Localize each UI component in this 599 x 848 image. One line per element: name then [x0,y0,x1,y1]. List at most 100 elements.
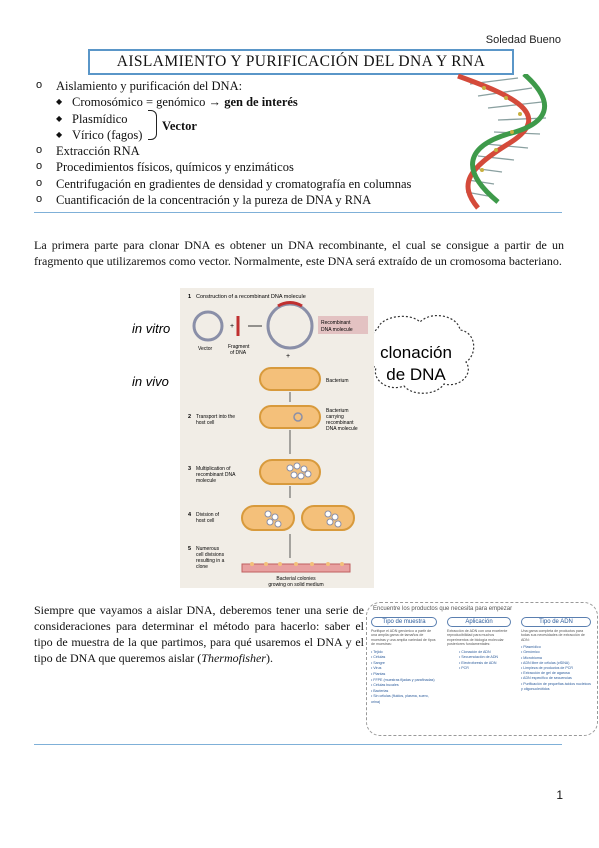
dna-type-desc: Una gama completa de productos para toda… [521,629,585,642]
step-label: Numerous [196,546,220,552]
step-label: resulting in a [196,558,225,564]
step-label: Division of [196,512,220,518]
selector-list-item[interactable]: • Células [371,655,386,660]
step-number: 5 [188,546,191,552]
dna-helix-image [457,74,547,210]
topic-outline: Aislamiento y purificación del DNA: Crom… [34,77,454,208]
selector-list-item[interactable]: • Virus [371,666,382,671]
section-divider [34,744,562,745]
selector-list-item[interactable]: • Clonación de ADN [459,649,491,654]
step-number: 1 [188,294,191,300]
carrying-label: Bacterium [326,408,349,414]
selector-list-item[interactable]: • Microbioma [521,655,542,660]
step-number: 4 [188,512,192,518]
step-label: cell divisions [196,552,225,558]
selector-heading: Encuentre los productos que necesita par… [373,606,513,612]
outline-item: Procedimientos físicos, químicos y enzim… [34,158,454,175]
sample-type-title: Tipo de muestra [371,617,437,627]
step-label: Multiplication of [196,466,231,472]
product-selector-figure: Encuentre los productos que necesita par… [366,602,598,736]
application-list: • Clonación de ADN• Secuenciación de ADN… [447,650,511,672]
application-desc: Extracción de ADN con una excelente repr… [447,629,508,647]
outline-subitem: Cromosómico = genómico → gen de interés [34,94,454,111]
plus-sign: + [286,353,290,360]
paragraph-text: ). [265,651,273,665]
selector-list-item[interactable]: • ADN libre de células (cfDNA) [521,660,570,665]
selector-list-item[interactable]: • Secuenciación de ADN [459,655,499,660]
outline-subitem: Plasmídico [34,111,454,128]
vector-brace [148,110,157,140]
outline-item: Extracción RNA [34,142,454,159]
step-label: host cell [196,420,214,426]
dna-type-column: Tipo de ADN Una gama completa de product… [521,617,591,692]
selector-list-item[interactable]: • Plasmídico [521,645,541,650]
selector-list-item[interactable]: • Sin células (fluidos, plasma, suero, o… [371,694,429,704]
in-vitro-label: in vitro [132,321,170,336]
bacterium-cell [259,367,321,391]
selector-list-item[interactable]: • Plantas [371,672,386,676]
carrying-label: carrying [326,414,344,420]
source-citation: Thermofisher [201,651,266,665]
selector-list-item[interactable]: • Sangre [371,660,385,665]
carrying-label: recombinant [326,420,354,426]
cloud-callout [367,314,475,394]
step-label: Transport into the [196,414,235,420]
step-label: molecule [196,478,216,484]
vector-label: Vector [198,346,213,352]
bacterium-cell [259,459,321,485]
sample-type-desc: Purifique el ADN genómico a partir de un… [371,629,436,647]
selector-list-item[interactable]: • Limpieza de productos de PCR [521,666,573,671]
selector-list-item[interactable]: • Tejido [371,649,383,654]
page-number: 1 [556,788,563,802]
outline-item: Cuantificación de la concentración y la … [34,191,454,208]
cloning-figure: clonación de DNA in vitro in vivo 1 Cons… [132,288,475,588]
colonies-label: Bacterial colonies [276,576,316,582]
bacterium-cell [259,405,321,429]
sample-type-list: • Tejido• Células• Sangre• Virus• Planta… [371,650,437,706]
fragment-label: Fragment [228,344,250,350]
outline-item: Centrifugación en gradientes de densidad… [34,175,454,192]
outline-subitem: Vírico (fagos) [34,127,454,144]
step-number: 3 [188,466,191,472]
dna-type-title: Tipo de ADN [521,617,591,627]
selector-list-item[interactable]: • Purificación de pequeñas ácidos nuclei… [521,681,591,691]
paragraph-text: Siempre que vayamos a aislar DNA, debere… [34,603,364,665]
recombinant-molecule [266,302,314,350]
cloud-text: clonación [380,343,452,362]
selector-list-item[interactable]: • Células bucales [371,683,399,688]
application-title: Aplicación [447,617,511,627]
carrying-label: DNA molecule [326,426,358,432]
outline-subitem-bold: gen de interés [224,95,298,110]
selector-list-item[interactable]: • Bacterias [371,688,389,693]
bacterium-cell [301,505,355,531]
step-number: 2 [188,414,191,420]
fragment-label: of DNA [230,350,247,356]
selector-list-item[interactable]: • Electroforesis de ADN [459,660,497,665]
outline-item: Aislamiento y purificación del DNA: [34,77,454,94]
outline-subitem-text: Cromosómico = genómico → [72,95,225,110]
step-label: Construction of a recombinant DNA molecu… [196,294,306,300]
recombinant-label: Recombinant [321,320,351,326]
selector-list-item[interactable]: • ADN específico de secuencias [521,676,572,681]
selector-list-item[interactable]: • FFPE (muestras fijadas y parafinadas) [371,677,435,682]
sample-type-column: Tipo de muestra Purifique el ADN genómic… [371,617,437,706]
selector-list-item[interactable]: • Genómico [521,650,540,655]
plasmid [293,412,303,422]
application-column: Aplicación Extracción de ADN con una exc… [447,617,511,672]
step-label: recombinant DNA [196,472,236,478]
colonies-label: growing on solid medium [268,582,323,588]
insert-segment [277,301,303,308]
in-vivo-label: in vivo [132,374,169,389]
bacterium-cell [241,505,295,531]
recombinant-label: DNA molecule [321,327,353,333]
vector-plasmid [192,310,224,342]
dna-type-list: • Plasmídico• Genómico• Microbioma• ADN … [521,645,591,692]
page-title: AISLAMIENTO Y PURIFICACIÓN DEL DNA Y RNA [88,49,514,75]
vector-label: Vector [162,119,197,133]
plus-sign: + [230,323,234,330]
author-name: Soledad Bueno [485,34,561,46]
bacterium-label: Bacterium [326,378,349,384]
selector-list-item[interactable]: • Extracción de gel de agarosa [521,671,570,676]
selector-list-item[interactable]: • PCR [459,666,469,671]
recombinant-label-box [318,316,368,334]
